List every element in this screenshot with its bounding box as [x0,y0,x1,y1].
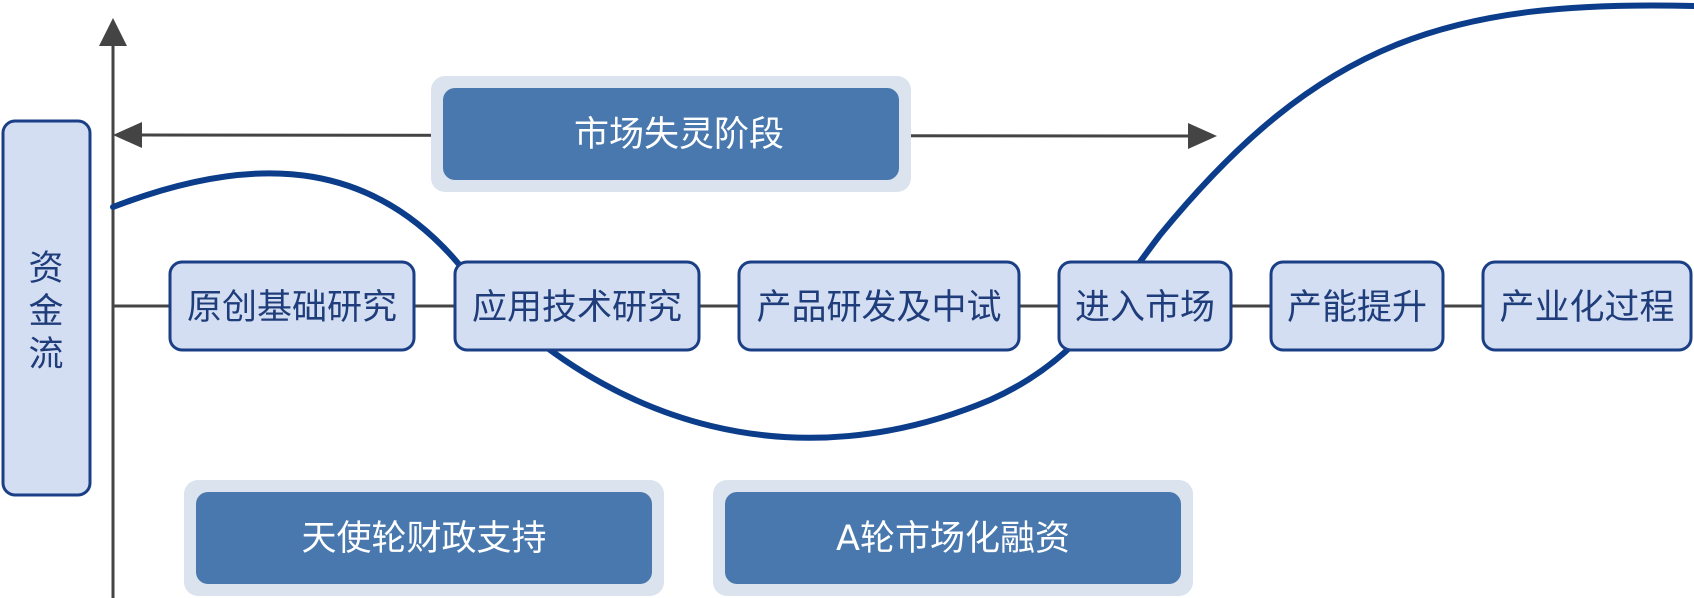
stage-label: 产业化过程 [1499,288,1674,328]
market-failure-banner [443,88,899,180]
stage-label: 应用技术研究 [472,288,682,328]
stage-label: 产能提升 [1287,288,1427,328]
funding-curve [110,2,1694,441]
stage-box [1057,260,1233,352]
axis-label-char-3: 流 [28,335,63,375]
market-funding-banner [725,492,1181,584]
market-funding-label: A轮市场化融资 [836,519,1070,559]
stage-box [737,260,1021,352]
government-funding-banner [196,492,652,584]
stage-6: 产业化过程 [1481,260,1693,352]
stage-box [1269,260,1445,352]
stage-box [1481,260,1693,352]
axis-label-box [1,119,92,497]
stage-4: 进入市场 [1057,260,1233,352]
axis-label-char-1: 资 [28,249,63,289]
stage-1: 原创基础研究 [168,260,416,352]
stage-box [168,260,416,352]
stage-box [453,260,701,352]
stage-label: 产品研发及中试 [756,288,1001,328]
government-funding-label: 天使轮财政支持 [301,519,546,559]
axis-label-char-2: 金 [28,292,63,332]
vertical-axis-arrowhead [99,18,127,46]
market-failure-arrow-left-head [113,122,142,148]
market-failure-label: 市场失灵阶段 [574,115,784,155]
stage-label: 进入市场 [1075,288,1215,328]
market-failure-arrow-right-head [1188,123,1217,149]
stage-5: 产能提升 [1269,260,1445,352]
stage-2: 应用技术研究 [453,260,701,352]
stage-label: 原创基础研究 [187,288,397,328]
stage-3: 产品研发及中试 [737,260,1021,352]
